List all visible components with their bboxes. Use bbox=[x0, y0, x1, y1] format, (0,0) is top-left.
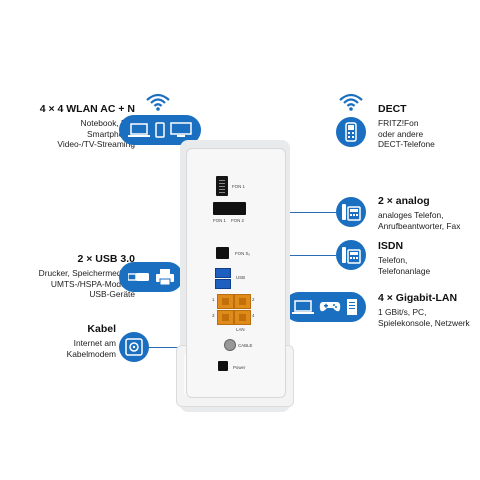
desk-phone-icon bbox=[342, 204, 361, 221]
analog-desc-line: Anrufbeantworter, Fax bbox=[378, 220, 461, 231]
usb-stick-icon bbox=[127, 273, 149, 281]
usb-feature: 2 × USB 3.0 Drucker, Speichermedien, UMT… bbox=[39, 253, 135, 300]
isdn-desc-line: Telefon, bbox=[378, 255, 408, 265]
dect-description: FRITZ!Fon oder andere DECT-Telefone bbox=[378, 118, 435, 150]
lan-device-pill bbox=[284, 292, 366, 322]
usb-desc-line: USB-Geräte bbox=[89, 289, 135, 300]
analog-description: analoges Telefon, Anrufbeantworter, Fax bbox=[378, 210, 460, 231]
desk-phone-icon bbox=[342, 247, 361, 264]
usb-title: 2 × USB 3.0 bbox=[77, 253, 136, 265]
dect-handset-icon bbox=[345, 122, 357, 142]
lan-title: 4 × Gigabit-LAN bbox=[378, 292, 458, 304]
coax-socket-icon bbox=[125, 338, 143, 356]
wlan-desc-line: Video-/TV-Streaming bbox=[57, 139, 135, 150]
wlan-desc-line: Notebook, PC, bbox=[80, 118, 135, 128]
laptop-icon bbox=[292, 299, 314, 314]
wifi-icon bbox=[339, 93, 363, 111]
lan-desc-line: 1 GBit/s, PC, bbox=[378, 307, 427, 317]
dect-desc-line: DECT-Telefone bbox=[378, 139, 435, 150]
lan-port-number: 4 bbox=[252, 313, 255, 318]
power-port bbox=[218, 361, 228, 371]
wlan-title: 4 × 4 WLAN AC + N bbox=[39, 103, 135, 115]
laptop-icon bbox=[128, 122, 150, 137]
lan-port-number: 3 bbox=[212, 313, 215, 318]
isdn-description: Telefon, Telefonanlage bbox=[378, 255, 430, 276]
dect-desc-line: oder andere bbox=[378, 128, 424, 139]
dect-title: DECT bbox=[378, 103, 407, 115]
lan-label: LAN bbox=[236, 327, 245, 332]
isdn-desc-line: Telefonanlage bbox=[378, 265, 431, 276]
isdn-feature: ISDN Telefon, Telefonanlage bbox=[378, 240, 430, 276]
dect-desc-line: FRITZ!Fon bbox=[378, 118, 419, 128]
smartphone-icon bbox=[155, 122, 165, 138]
kabel-icon-circle bbox=[119, 332, 149, 362]
cable-label: CABLE bbox=[238, 343, 253, 348]
server-icon bbox=[347, 299, 357, 315]
lan-desc-line: Spielekonsole, Netzwerk bbox=[378, 317, 470, 328]
usb-device-pill bbox=[119, 262, 183, 292]
usb-desc-line: Drucker, Speichermedien, bbox=[38, 268, 135, 278]
printer-icon bbox=[155, 269, 174, 286]
fon2-label: FON 2 bbox=[231, 218, 244, 223]
cable-port bbox=[224, 339, 236, 351]
fon-s0-label: FON S₀ bbox=[235, 251, 251, 256]
gamepad-icon bbox=[319, 302, 341, 312]
analog-feature: 2 × analog analoges Telefon, Anrufbeantw… bbox=[378, 195, 460, 231]
wlan-description: Notebook, PC, Smartphone, Video-/TV-Stre… bbox=[40, 118, 135, 150]
wifi-icon bbox=[146, 93, 170, 111]
lan-description: 1 GBit/s, PC, Spielekonsole, Netzwerk bbox=[378, 307, 470, 328]
wlan-desc-line: Smartphone, bbox=[87, 128, 135, 139]
monitor-icon bbox=[170, 122, 192, 137]
lan-port-1 bbox=[217, 294, 234, 309]
fon-s0-port bbox=[216, 247, 229, 259]
fon1-top-label: FON 1 bbox=[232, 184, 245, 189]
lan-port-2 bbox=[234, 294, 251, 309]
kabel-feature: Kabel Internet am Kabelmodem bbox=[67, 323, 116, 359]
router-body bbox=[186, 148, 286, 398]
kabel-desc-line: Kabelmodem bbox=[66, 348, 116, 359]
lan-port-4 bbox=[234, 310, 251, 325]
usb-desc-line: UMTS-/HSPA-Modem, bbox=[50, 278, 135, 289]
analog-title: 2 × analog bbox=[378, 195, 430, 207]
lan-feature: 4 × Gigabit-LAN 1 GBit/s, PC, Spielekons… bbox=[378, 292, 470, 328]
isdn-title: ISDN bbox=[378, 240, 404, 252]
fon1-tae-pins bbox=[219, 178, 225, 194]
lan-port-3 bbox=[217, 310, 234, 325]
isdn-icon-circle bbox=[336, 240, 366, 270]
analog-desc-line: analoges Telefon, bbox=[378, 210, 444, 220]
dect-feature: DECT FRITZ!Fon oder andere DECT-Telefone bbox=[378, 103, 435, 150]
kabel-connector-line bbox=[149, 347, 185, 348]
usb-port-2 bbox=[215, 279, 231, 289]
usb-port-1 bbox=[215, 268, 231, 278]
kabel-description: Internet am Kabelmodem bbox=[67, 338, 116, 359]
power-label: Power bbox=[233, 365, 246, 370]
lan-port-number: 1 bbox=[212, 297, 215, 302]
fon1-label: FON 1 bbox=[213, 218, 226, 223]
kabel-title: Kabel bbox=[87, 323, 116, 335]
fon1-fon2-ports bbox=[213, 202, 246, 215]
wlan-feature: 4 × 4 WLAN AC + N Notebook, PC, Smartpho… bbox=[40, 103, 135, 150]
lan-port-number: 2 bbox=[252, 297, 255, 302]
analog-icon-circle bbox=[336, 197, 366, 227]
usb-label: USB bbox=[236, 275, 246, 280]
dect-icon-circle bbox=[336, 117, 366, 147]
kabel-desc-line: Internet am bbox=[73, 338, 116, 348]
usb-description: Drucker, Speichermedien, UMTS-/HSPA-Mode… bbox=[39, 268, 135, 300]
